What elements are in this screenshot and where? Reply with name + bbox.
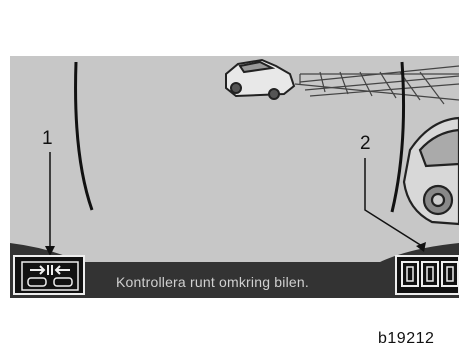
callout-number-2: 2 xyxy=(360,133,371,155)
parking-guide-icon[interactable] xyxy=(14,256,84,294)
warning-message: Kontrollera runt omkring bilen. xyxy=(116,274,309,290)
callout-number-1: 1 xyxy=(42,128,53,150)
display-mode-icon[interactable] xyxy=(396,256,459,294)
figure-code: b19212 xyxy=(378,330,434,348)
